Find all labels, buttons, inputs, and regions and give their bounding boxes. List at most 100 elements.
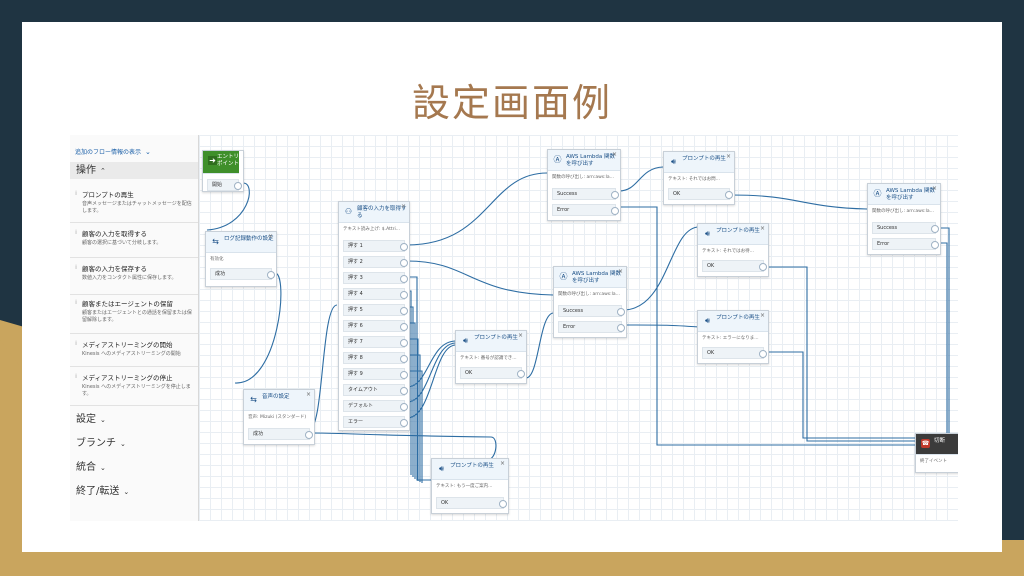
branch-start[interactable]: 開始: [207, 179, 242, 191]
speaker-icon: 🔊︎: [462, 336, 469, 345]
branch-timeout[interactable]: タイムアウト: [343, 384, 408, 396]
play-prompt-block-4[interactable]: 🔊︎プロンプトの再生× テキスト: 番号が認識でき... OK: [455, 330, 527, 384]
branch-press-3[interactable]: 押す 3: [343, 272, 408, 284]
set-logging-block[interactable]: ⇆ログ記録動作の設定× 有効化 成功: [205, 231, 277, 287]
section-label: 統合: [76, 462, 96, 473]
block-subtitle: 音声: Mizuki (スタンダード): [248, 415, 307, 420]
block-subtitle: テキスト: もう一度ご案内...: [436, 484, 493, 489]
branch-success[interactable]: 成功: [248, 428, 313, 440]
close-icon[interactable]: ×: [400, 203, 406, 210]
play-prompt-block-2[interactable]: 🔊︎ プロンプトの再生× テキスト: それではお待... OK: [697, 223, 769, 277]
branch-ok[interactable]: OK: [668, 188, 733, 200]
item-desc: 数値入力をコンタクト属性に保存します。: [82, 275, 177, 281]
branch-success[interactable]: 成功: [210, 268, 275, 280]
show-more-flow-info-label: 追加のフロー情報の表示: [75, 149, 142, 156]
library-item-start-media-streaming[interactable]: メディアストリーミングの開始 Kinesis へのメディアストリーミングの開始: [70, 339, 198, 367]
branch-success[interactable]: Success: [552, 188, 619, 200]
block-subtitle: テキスト: それではお待...: [702, 249, 754, 254]
close-icon[interactable]: ×: [267, 233, 273, 240]
close-icon[interactable]: ×: [611, 151, 617, 158]
branch-default[interactable]: デフォルト: [343, 400, 408, 412]
close-icon[interactable]: ×: [725, 153, 731, 160]
block-subtitle: 有効化: [210, 257, 224, 262]
item-title: メディアストリーミングの停止: [75, 372, 194, 382]
block-subtitle: 関数の呼び出し: arn:aws:la...: [872, 209, 934, 214]
disconnect-block[interactable]: ☎切断× 終了イベント: [915, 433, 958, 473]
branch-error[interactable]: エラー: [343, 416, 408, 428]
branch-ok[interactable]: OK: [702, 347, 767, 359]
block-title: AWS Lambda 関数を呼び出す: [566, 154, 616, 167]
play-prompt-block-5[interactable]: 🔊︎プロンプトの再生× テキスト: もう一度ご案内... OK: [431, 458, 509, 514]
item-desc: 顧客の選択に基づいて分岐します。: [82, 240, 162, 246]
library-item-stop-media-streaming[interactable]: メディアストリーミングの停止 Kinesis へのメディアストリーミングを停止し…: [70, 372, 198, 406]
library-item-hold-customer[interactable]: 顧客またはエージェントの保留 顧客またはエージェントとの通話を保留または保留解除…: [70, 298, 198, 334]
branch-ok[interactable]: OK: [460, 367, 525, 379]
block-title: プロンプトの再生: [716, 228, 760, 234]
arrow-right-icon: ➜: [208, 156, 217, 165]
branch-press-1[interactable]: 押す 1: [343, 240, 408, 252]
branch-success[interactable]: Success: [558, 305, 625, 317]
item-desc: 音声メッセージまたはチャットメッセージを配信します。: [82, 201, 192, 214]
branch-error[interactable]: Error: [558, 321, 625, 333]
branch-ok[interactable]: OK: [436, 497, 507, 509]
branch-error[interactable]: Error: [872, 238, 939, 250]
section-label: 設定: [76, 414, 96, 425]
library-item-play-prompt[interactable]: プロンプトの再生 音声メッセージまたはチャットメッセージを配信します。: [70, 189, 198, 223]
branch-press-6[interactable]: 押す 6: [343, 320, 408, 332]
chevron-down-icon: ⌄: [120, 440, 126, 448]
section-set[interactable]: 設定 ⌄: [70, 411, 198, 428]
speaker-icon: 🔊︎: [670, 157, 677, 166]
branch-success[interactable]: Success: [872, 222, 939, 234]
branch-error[interactable]: Error: [552, 204, 619, 216]
close-icon[interactable]: ×: [759, 312, 765, 319]
section-terminate[interactable]: 終了/転送⌄: [70, 483, 198, 500]
block-title: 切断: [934, 438, 946, 444]
branch-press-4[interactable]: 押す 4: [343, 288, 408, 300]
close-icon[interactable]: ×: [305, 391, 311, 398]
flow-canvas[interactable]: ➜エントリポイント 開始 ⇆ログ記録動作の設定× 有効化 成功 ⇆音声の設定× …: [199, 135, 958, 521]
user-input-icon: ⚇: [344, 207, 353, 216]
chevron-down-icon: ⌄: [123, 488, 130, 496]
play-prompt-block-1[interactable]: 🔊︎プロンプトの再生× テキスト: それではお問... OK: [663, 151, 735, 205]
block-subtitle: 終了イベント: [920, 459, 947, 464]
get-customer-input-block[interactable]: ⚇顧客の入力を取得する× テキスト読み上げ: $.Attri... 押す 1 押…: [338, 201, 410, 431]
branch-press-9[interactable]: 押す 9: [343, 368, 408, 380]
close-icon[interactable]: ×: [617, 268, 623, 275]
entry-point-block[interactable]: ➜エントリポイント 開始: [202, 150, 244, 192]
chevron-down-icon: ⌄: [100, 416, 106, 424]
library-item-get-customer-input[interactable]: 顧客の入力を取得する 顧客の選択に基づいて分岐します。: [70, 228, 198, 258]
section-interact[interactable]: 操作⌃: [70, 162, 198, 179]
library-item-store-customer-input[interactable]: 顧客の入力を保存する 数値入力をコンタクト属性に保存します。: [70, 263, 198, 295]
branch-press-5[interactable]: 押す 5: [343, 304, 408, 316]
close-icon[interactable]: ×: [517, 332, 523, 339]
section-integrate[interactable]: 統合⌄: [70, 459, 198, 476]
hangup-icon: ☎: [921, 439, 930, 448]
branch-press-2[interactable]: 押す 2: [343, 256, 408, 268]
section-branch[interactable]: ブランチ⌄: [70, 435, 198, 452]
block-title: 音声の設定: [262, 394, 290, 400]
speaker-icon: 🔊︎: [704, 229, 711, 238]
item-title: 顧客の入力を取得する: [75, 228, 194, 238]
branch-press-7[interactable]: 押す 7: [343, 336, 408, 348]
close-icon[interactable]: ×: [759, 225, 765, 232]
block-title: ログ記録動作の設定: [224, 236, 274, 242]
play-prompt-block-3[interactable]: 🔊︎プロンプトの再生× テキスト: エラーになりま... OK: [697, 310, 769, 364]
set-voice-block[interactable]: ⇆音声の設定× 音声: Mizuki (スタンダード) 成功: [243, 389, 315, 445]
show-more-flow-info-link[interactable]: 追加のフロー情報の表示⌄: [75, 147, 151, 156]
close-icon[interactable]: ×: [499, 460, 505, 467]
slide-title: 設定画面例: [411, 81, 612, 125]
branch-press-8[interactable]: 押す 8: [343, 352, 408, 364]
item-title: 顧客の入力を保存する: [75, 263, 194, 273]
block-subtitle: テキスト: エラーになりま...: [702, 336, 759, 341]
branch-ok[interactable]: OK: [702, 260, 767, 272]
item-desc: Kinesis へのメディアストリーミングを停止します。: [82, 384, 191, 397]
lambda-icon: Ⓐ: [553, 155, 562, 164]
item-title: メディアストリーミングの開始: [75, 339, 194, 349]
block-title: AWS Lambda 関数を呼び出す: [886, 188, 936, 201]
block-title: 顧客の入力を取得する: [357, 206, 407, 219]
block-subtitle: テキスト: それではお問...: [668, 177, 720, 182]
close-icon[interactable]: ×: [931, 185, 937, 192]
